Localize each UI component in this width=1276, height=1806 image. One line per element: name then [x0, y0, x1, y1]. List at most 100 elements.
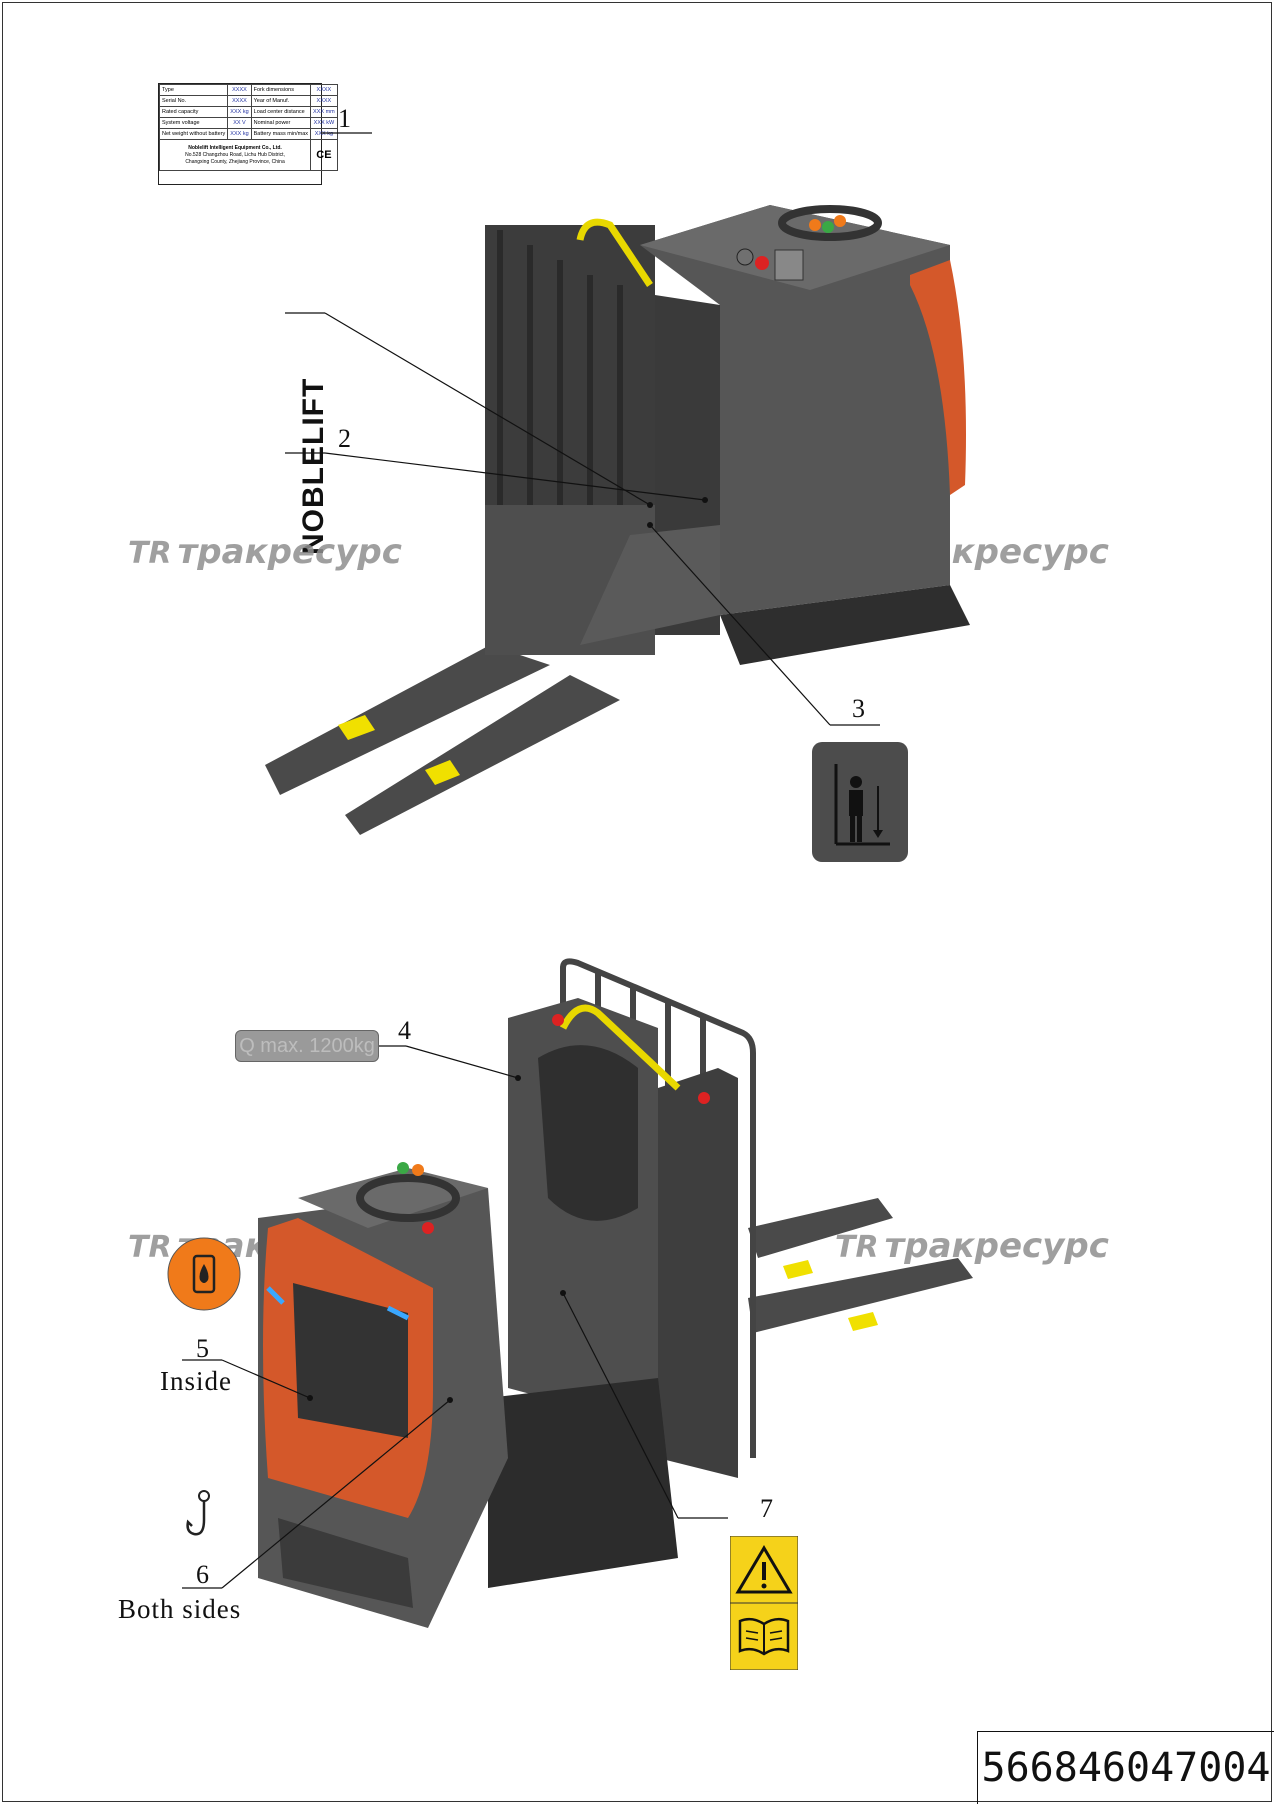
nameplate-label: System voltage: [158, 117, 229, 129]
lift-height-person-icon: [812, 742, 908, 862]
leader-line-4: [405, 1045, 519, 1079]
truck-top-cover: [640, 205, 950, 290]
tiller-button: [834, 215, 846, 227]
leader-line-7: [562, 1292, 679, 1519]
ce-mark-icon: CE: [310, 139, 338, 171]
key-switch: [736, 248, 754, 266]
nameplate-row: Serial No. XXXX Year of Manuf. XXXX: [158, 95, 338, 107]
nameplate: Type XXXX Fork dimensions XXXX Serial No…: [158, 83, 338, 185]
fork-right: [748, 1258, 973, 1333]
operator-platform: [720, 585, 970, 665]
steering-tiller: [356, 1174, 460, 1222]
watermark-logo: TR: [128, 536, 172, 571]
yellow-grab-handle: [576, 218, 653, 287]
warning-manual-sticker: [730, 1536, 798, 1670]
fork-right: [345, 675, 620, 835]
nameplate-value: XXXX: [227, 95, 252, 107]
truck-body: [640, 205, 950, 615]
capacity-label: Q max. 1200kg: [235, 1030, 379, 1062]
nameplate-address-1: No.528 Changzhou Road, Lichu Hub Distric…: [185, 151, 285, 158]
callout-6: 6: [196, 1560, 209, 1589]
hook-icon: [186, 1490, 210, 1536]
steering-tiller: [778, 205, 882, 241]
tiller-button: [412, 1164, 424, 1176]
fork-left: [748, 1198, 893, 1258]
callout-1: 1: [338, 104, 351, 133]
manual-book-icon: [738, 1617, 790, 1656]
callout-2: 2: [338, 424, 351, 453]
nameplate-value: XXX kg: [227, 106, 252, 118]
fork-marker: [783, 1260, 813, 1279]
callout-5: 5: [196, 1334, 209, 1363]
nameplate-label: Serial No.: [158, 95, 229, 107]
nameplate-maker-cell: Noblelift Intelligent Equipment Co., Ltd…: [158, 139, 312, 171]
back-pad: [538, 1045, 638, 1221]
nameplate-value: XXXX: [227, 84, 252, 96]
nameplate-label: Type: [158, 84, 229, 96]
watermark-text: тракресурс: [177, 532, 402, 572]
fork-left: [265, 645, 550, 795]
nameplate-label: Fork dimensions: [250, 84, 312, 96]
emergency-stop: [698, 1092, 710, 1104]
nameplate-value: XXX kW: [310, 117, 338, 129]
leader-line-1: [324, 312, 651, 506]
platform-floor-mat: [580, 525, 720, 645]
nameplate-row: Net weight without battery XXX kg Batter…: [158, 128, 338, 140]
fuel-drop-icon: [167, 1237, 241, 1311]
nameplate-footer-row: Noblelift Intelligent Equipment Co., Ltd…: [158, 139, 338, 171]
nameplate-value: XXX kg: [227, 128, 252, 140]
watermark-logo: TR: [128, 1230, 172, 1265]
leader-line-6: [221, 1399, 451, 1589]
document-number: 566846047004: [977, 1731, 1274, 1804]
tiller-button: [809, 219, 821, 231]
note-inside: Inside: [160, 1366, 232, 1396]
nameplate-value: XXXX: [310, 84, 338, 96]
fork-marker: [425, 760, 460, 785]
leader-line-2: [324, 452, 706, 501]
fork-marker: [848, 1312, 878, 1331]
leader-line-3: [649, 524, 831, 726]
nameplate-table: Type XXXX Fork dimensions XXXX Serial No…: [158, 84, 338, 171]
blue-light-strip: [386, 1305, 410, 1321]
blue-light-strip: [266, 1286, 285, 1305]
nameplate-label: Nominal power: [250, 117, 312, 129]
nameplate-row: Rated capacity XXX kg Load center distan…: [158, 106, 338, 118]
fork-marker: [338, 715, 375, 740]
nameplate-value: XX V: [227, 117, 252, 129]
callout-7: 7: [760, 1494, 773, 1523]
nameplate-label: Battery mass min/max: [250, 128, 312, 140]
watermark-text: тракресурс: [884, 1226, 1109, 1266]
nameplate-leader: [322, 132, 372, 134]
nameplate-label: Rated capacity: [158, 106, 229, 118]
tiller-button: [422, 1222, 434, 1234]
tiller-button: [397, 1162, 409, 1174]
display-panel: [774, 249, 804, 281]
emergency-stop: [755, 256, 769, 270]
front-cover-panel: [293, 1283, 408, 1438]
yellow-grab-handle: [559, 1004, 681, 1091]
operator-platform: [488, 1378, 678, 1588]
truck-illustration-top: [265, 205, 970, 835]
nameplate-label: Load center distance: [250, 106, 312, 118]
leader-line-5: [221, 1359, 311, 1399]
nameplate-value: XXXX: [310, 95, 338, 107]
nameplate-label: Net weight without battery: [158, 128, 229, 140]
warning-triangle-icon: [735, 1545, 793, 1594]
nameplate-row: System voltage XX V Nominal power XXX kW: [158, 117, 338, 129]
leader-lines-5-6: [182, 1359, 453, 1589]
orange-side-panel: [910, 260, 966, 495]
truck-illustration-bottom: [258, 958, 973, 1628]
nameplate-maker: Noblelift Intelligent Equipment Co., Ltd…: [188, 144, 282, 151]
mast-pillar: [658, 1068, 738, 1478]
tiller-button: [822, 221, 834, 233]
nameplate-label: Year of Manuf.: [250, 95, 312, 107]
callout-4: 4: [398, 1016, 411, 1045]
watermark-logo: TR: [835, 1230, 879, 1265]
note-both-sides: Both sides: [118, 1594, 242, 1624]
nameplate-value: XXX mm: [310, 106, 338, 118]
callout-3: 3: [852, 694, 865, 723]
nameplate-address-2: Changxing County, Zhejiang Province, Chi…: [185, 158, 285, 165]
emergency-stop: [552, 1014, 564, 1026]
